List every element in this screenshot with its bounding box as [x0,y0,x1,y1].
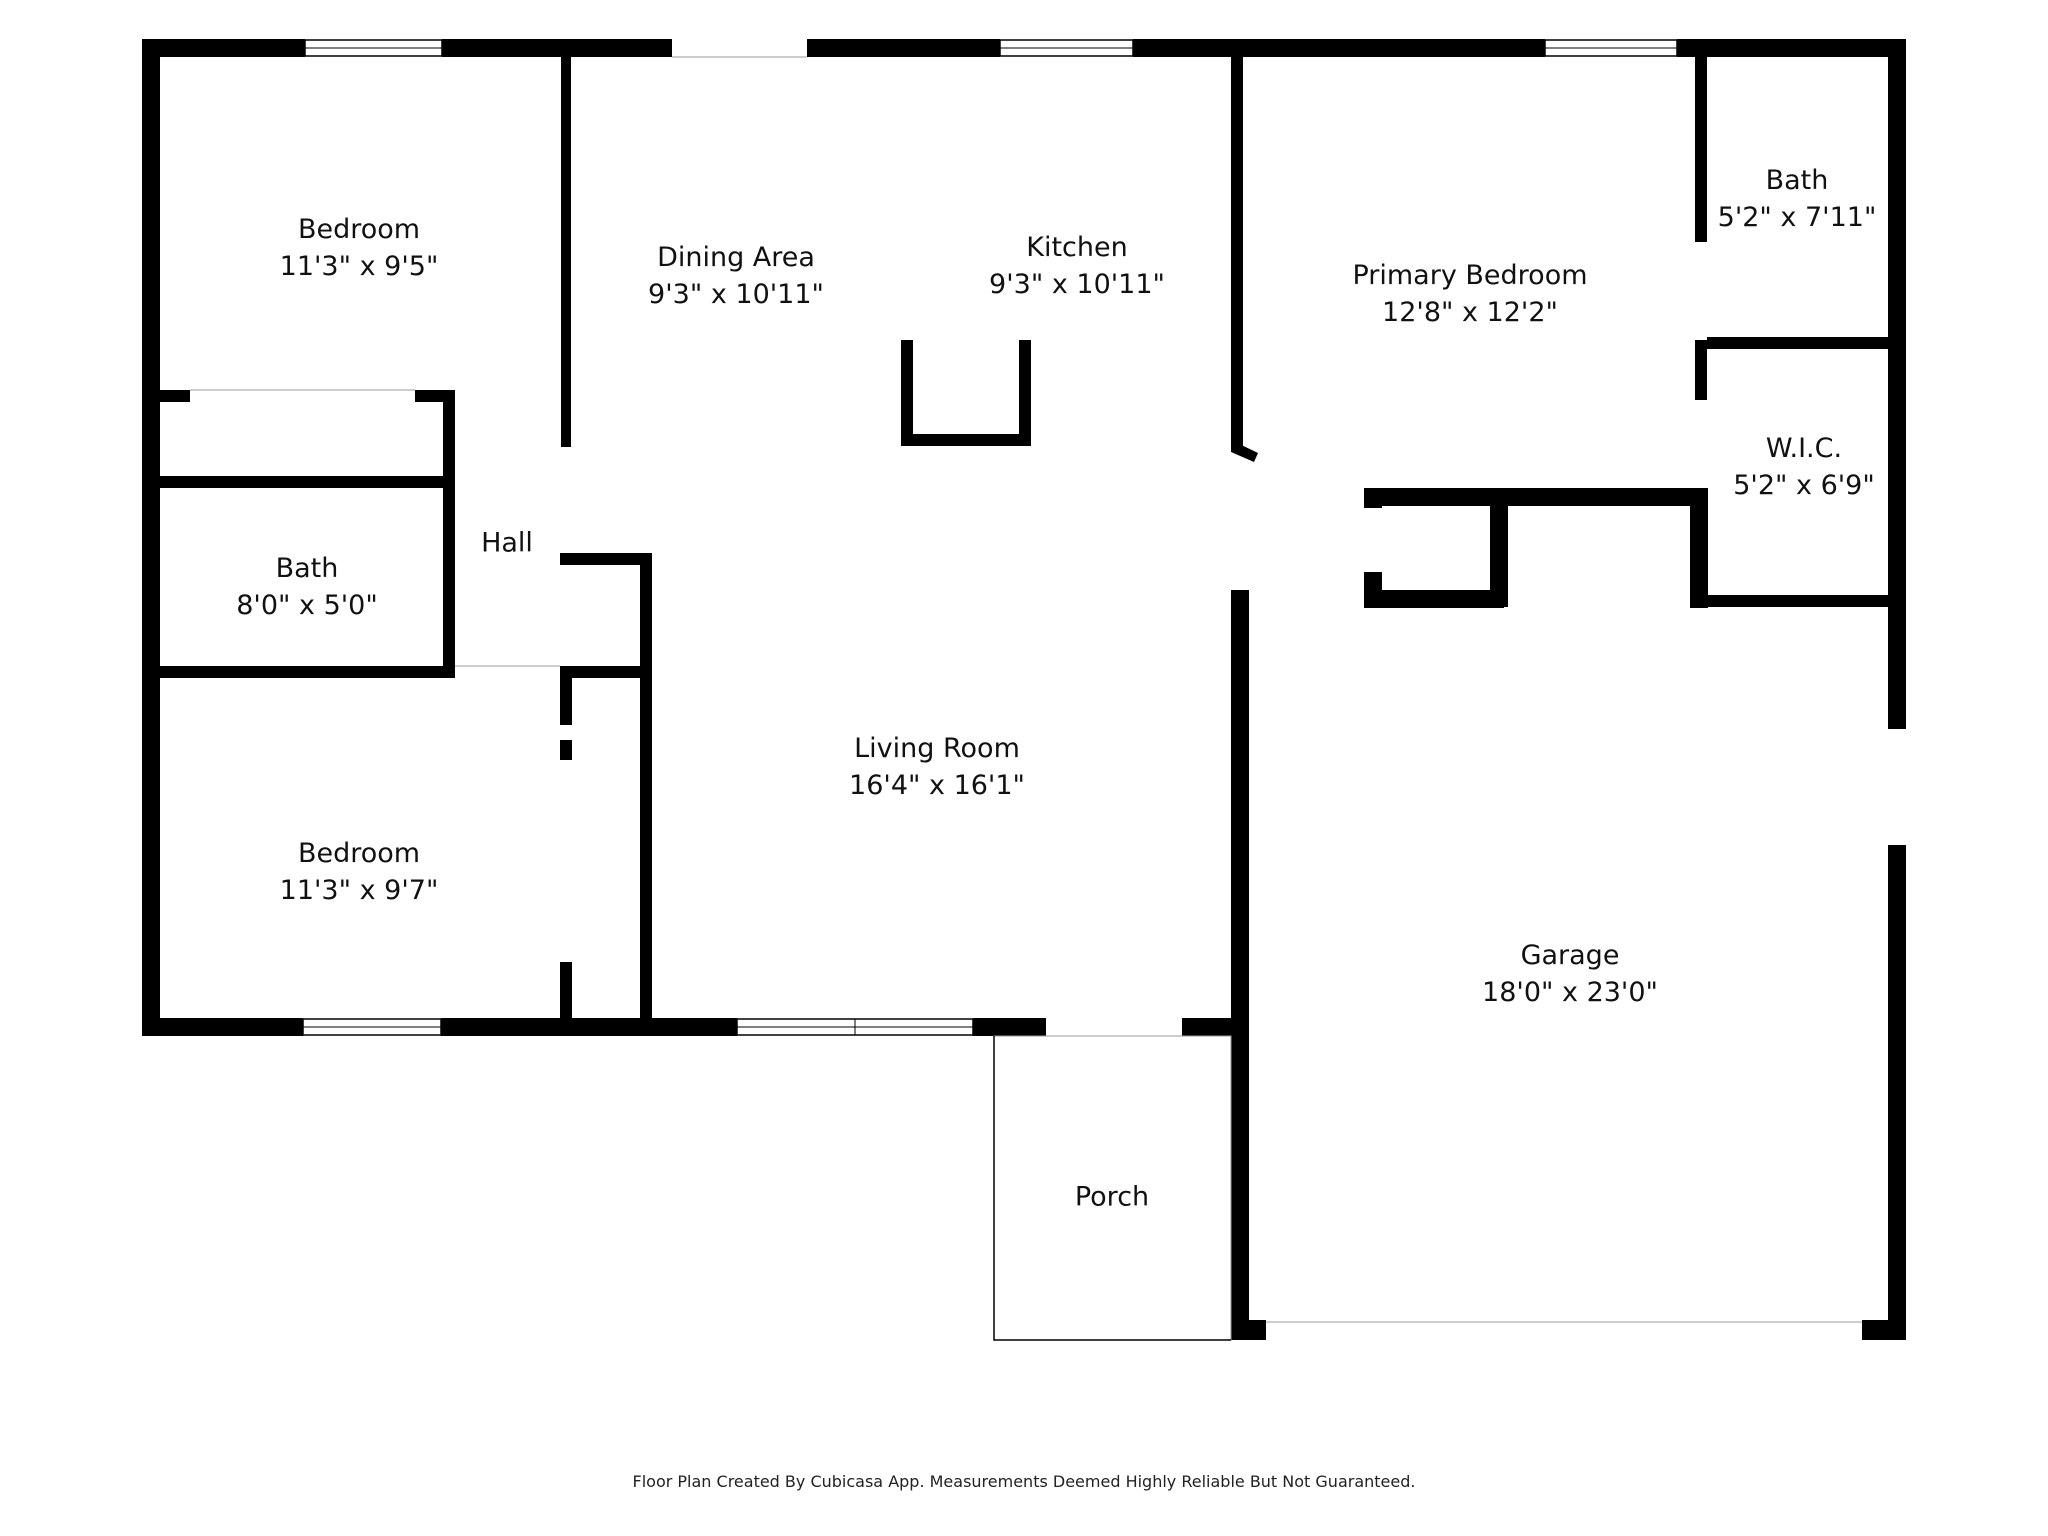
walls [142,39,1906,1340]
window-lines [303,47,1677,1035]
room-label-wic: W.I.C.5'2" x 6'9" [1733,433,1875,501]
footer-disclaimer: Floor Plan Created By Cubicasa App. Meas… [632,1472,1416,1491]
room-label-hall: Hall [481,527,533,559]
porch-outline [993,1036,1231,1341]
room-label-porch: Porch [1074,1181,1150,1213]
